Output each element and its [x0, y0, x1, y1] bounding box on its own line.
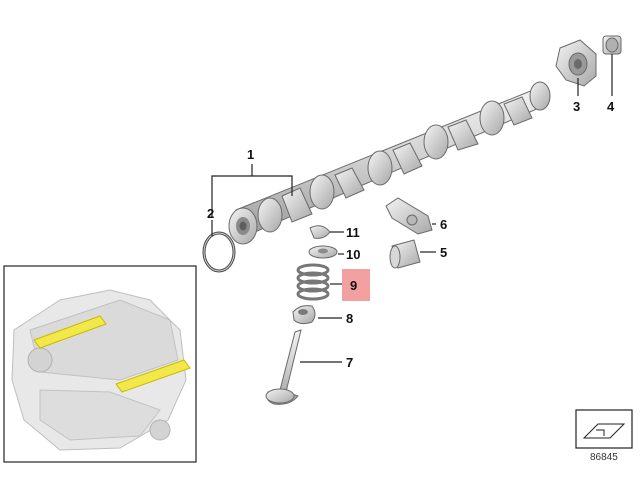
leader-lines: [211, 54, 613, 363]
diagram-number: 86845: [590, 452, 618, 463]
callout-6[interactable]: 6: [440, 217, 447, 232]
lash-adjuster[interactable]: [389, 239, 421, 269]
valve-keeper[interactable]: [309, 225, 331, 239]
sensor-wheel[interactable]: [555, 39, 597, 87]
callout-1[interactable]: 1: [247, 147, 254, 162]
diagram-reference-box: 86845: [575, 409, 633, 463]
callout-7[interactable]: 7: [346, 355, 353, 370]
camshaft[interactable]: [228, 81, 551, 245]
callout-2[interactable]: 2: [207, 206, 214, 221]
engine-overview-inset: [3, 265, 197, 463]
valve-spring[interactable]: [296, 263, 330, 301]
callout-11[interactable]: 11: [346, 225, 360, 240]
inset-camshaft-upper: [33, 315, 107, 349]
valve-stem-seal[interactable]: [292, 305, 316, 325]
callout-5[interactable]: 5: [440, 245, 447, 260]
plug-bolt[interactable]: [602, 35, 622, 55]
callout-10[interactable]: 10: [346, 247, 360, 262]
callout-9[interactable]: 9: [350, 278, 357, 293]
intake-valve[interactable]: [265, 329, 302, 405]
roller-finger-follower[interactable]: [385, 197, 433, 235]
callout-8[interactable]: 8: [346, 311, 353, 326]
callout-3[interactable]: 3: [573, 99, 580, 114]
highlight-box-9: [342, 269, 370, 301]
inset-camshaft-lower: [115, 359, 191, 393]
o-ring[interactable]: [202, 231, 236, 273]
callout-4[interactable]: 4: [607, 99, 615, 114]
spring-retainer[interactable]: [308, 245, 338, 259]
callout-numbers: 1 2 3 4 5 6 7 8 9 10 11: [207, 99, 615, 370]
